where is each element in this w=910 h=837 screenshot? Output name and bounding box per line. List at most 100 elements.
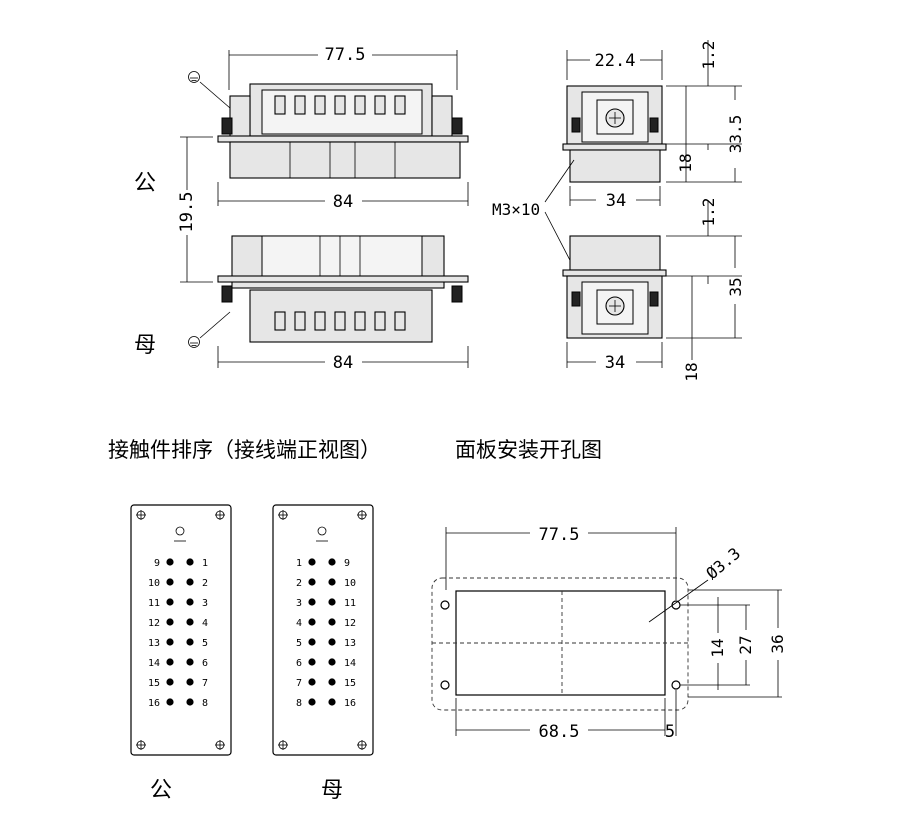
dim-cut-27: 27 [736,635,755,654]
female-pin-label: 11 [344,598,356,609]
label-male-bottom: 公 [150,778,172,803]
female-pin-dot [308,698,316,706]
ground-pin-icon-female [317,526,327,536]
male-pin-dot [166,638,174,646]
female-pin-dot [308,658,316,666]
female-pin-label: 1 [296,558,302,569]
female-pin-label: 3 [296,598,302,609]
male-pin-dot [166,678,174,686]
ground-pin-icon [175,526,185,536]
dim-male-side: 34 [606,191,626,211]
panel-cutout: 77.5 Ø3.3 14 27 36 68.5 5 [431,525,787,742]
dim-male-width: 84 [333,192,353,212]
female-pin-dot [328,578,336,586]
female-pin-label: 7 [296,678,302,689]
dim-height-right: 33.5 [726,115,745,154]
male-pin-label: 13 [148,638,160,649]
male-pin-label: 3 [202,598,208,609]
title-panel-cutout: 面板安装开孔图 [455,438,602,462]
male-pin-label: 5 [202,638,208,649]
male-pin-dot [166,558,174,566]
female-pin-dot [328,598,336,606]
ground-icon-female [188,336,200,348]
label-female-bottom: 母 [321,778,343,803]
male-pin-dot [166,698,174,706]
male-pin-label: 14 [148,658,160,669]
female-pin-dot [308,678,316,686]
male-end-view: 22.4 34 18 1.2 33.5 [562,40,745,211]
screw-spec: M3×10 [492,200,540,219]
male-pin-dot [186,558,194,566]
male-pin-label: 11 [148,598,160,609]
female-pin-label: 15 [344,678,356,689]
dim-cut-14: 14 [708,638,727,657]
female-pin-dot [308,558,316,566]
male-pin-dot [166,658,174,666]
female-pin-label: 10 [344,578,356,589]
mount-hole [440,600,450,610]
female-pin-label: 6 [296,658,302,669]
male-pin-dot [166,598,174,606]
female-pin-dot [328,698,336,706]
female-end-view: 34 1.2 35 18 [562,198,745,382]
female-pin-dot [308,638,316,646]
female-pin-dot [308,618,316,626]
title-pin-layout: 接触件排序（接线端正视图） [108,438,381,462]
dim-female-width: 84 [333,353,353,373]
male-pin-dot [186,698,194,706]
male-pin-dot [186,658,194,666]
male-pin-label: 4 [202,618,208,629]
male-pin-label: 7 [202,678,208,689]
male-pin-dot [186,678,194,686]
male-pin-label: 2 [202,578,208,589]
female-pin-dot [328,658,336,666]
dim-hole-dia: Ø3.3 [702,544,744,583]
female-pin-label: 9 [344,558,350,569]
male-pin-dot [166,578,174,586]
male-pin-label: 10 [148,578,160,589]
female-pin-label: 2 [296,578,302,589]
dim-cut-5: 5 [665,722,675,742]
female-pin-label: 5 [296,638,302,649]
dim-inner-18: 18 [676,153,695,172]
dim-gap-top: 1.2 [699,41,718,70]
male-contact-slots [274,95,406,115]
female-pin-label: 8 [296,698,302,709]
female-pin-dot [328,558,336,566]
label-male: 公 [134,171,156,196]
mount-hole [440,680,450,690]
male-pin-dot [166,618,174,626]
label-female: 母 [134,333,156,358]
dim-cut-width: 77.5 [539,525,580,545]
dim-cut-w2: 68.5 [539,722,580,742]
male-side-view: 77.5 [188,45,469,212]
dim-cut-36: 36 [768,634,787,653]
female-pin-dot [328,638,336,646]
male-pin-label: 9 [154,558,160,569]
dim-female-side: 34 [605,353,625,373]
female-side-view: 84 [188,235,469,373]
male-pin-label: 1 [202,558,208,569]
female-pin-label: 16 [344,698,356,709]
female-pin-label: 14 [344,658,356,669]
female-pin-label: 4 [296,618,302,629]
male-pin-label: 8 [202,698,208,709]
dim-female-gap: 1.2 [699,198,718,227]
dim-female-18: 18 [682,362,701,381]
male-pin-dot [186,638,194,646]
male-pin-label: 6 [202,658,208,669]
mount-hole [671,680,681,690]
dim-female-height: 35 [726,277,745,296]
female-pin-dot [328,678,336,686]
female-pin-dot [328,618,336,626]
male-pin-label: 15 [148,678,160,689]
dim-gap-offset: 19.5 [177,192,197,233]
female-pin-label: 13 [344,638,356,649]
gap-dimension: 19.5 [177,136,213,283]
female-pin-dot [308,598,316,606]
female-pin-dot [308,578,316,586]
male-pin-dot [186,618,194,626]
male-pin-dot [186,578,194,586]
